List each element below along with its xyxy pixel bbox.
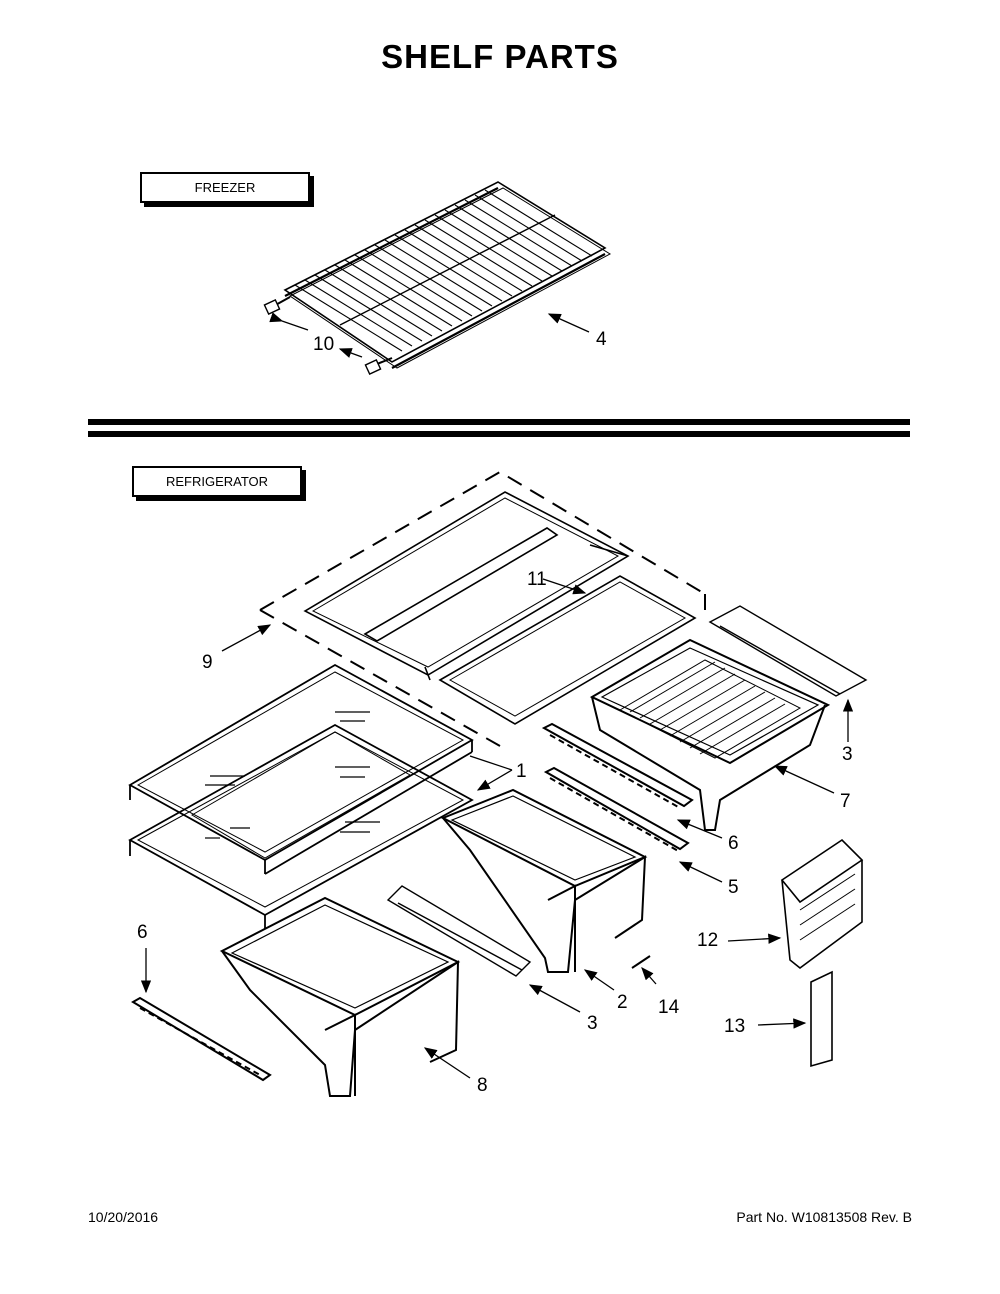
section-divider-bottom: [88, 431, 910, 437]
callout-3-lower: 3: [587, 1013, 598, 1034]
callout-9: 9: [202, 652, 213, 673]
callout-3-upper: 3: [842, 744, 853, 765]
freezer-section-label: FREEZER: [140, 172, 310, 203]
shelf-stop-left: [263, 299, 382, 375]
footer-part-number: Part No. W10813508 Rev. B: [736, 1209, 912, 1225]
glass-highlights: [205, 711, 380, 839]
callout-13: 13: [724, 1016, 745, 1037]
freezer-wire-shelf: [271, 181, 612, 369]
humidity-control: [780, 838, 864, 1068]
crisper-drawer-small: [440, 788, 648, 973]
leader-lines: [140, 312, 854, 1079]
glass-shelf-2: [128, 723, 474, 929]
callout-2: 2: [617, 992, 628, 1013]
refrigerator-section-label: REFRIGERATOR: [132, 466, 302, 497]
callout-10: 10: [313, 334, 334, 355]
callout-11: 11: [527, 569, 547, 590]
upper-shelf-frame: [303, 491, 697, 725]
callout-6-upper: 6: [728, 833, 739, 854]
deli-pan: [589, 638, 831, 831]
callout-1: 1: [516, 761, 527, 782]
crisper-cover-strip: [386, 885, 532, 977]
pan-rails: [541, 722, 694, 853]
callout-7: 7: [840, 791, 851, 812]
callout-6-lower: 6: [137, 922, 148, 943]
page-title: SHELF PARTS: [381, 38, 619, 75]
section-divider-top: [88, 419, 910, 425]
fastener: [631, 955, 651, 969]
callout-4: 4: [596, 329, 607, 350]
callout-5: 5: [728, 877, 739, 898]
callout-12: 12: [697, 930, 718, 951]
callout-8: 8: [477, 1075, 488, 1096]
footer-date: 10/20/2016: [88, 1209, 159, 1225]
upper-shelf-assembly-outline: [259, 470, 706, 747]
pan-cover-strip: [708, 605, 868, 697]
callout-14: 14: [658, 997, 680, 1018]
crisper-drawer-large: [219, 896, 461, 1097]
glass-shelf-1: [128, 663, 474, 875]
left-rail: [131, 996, 272, 1082]
